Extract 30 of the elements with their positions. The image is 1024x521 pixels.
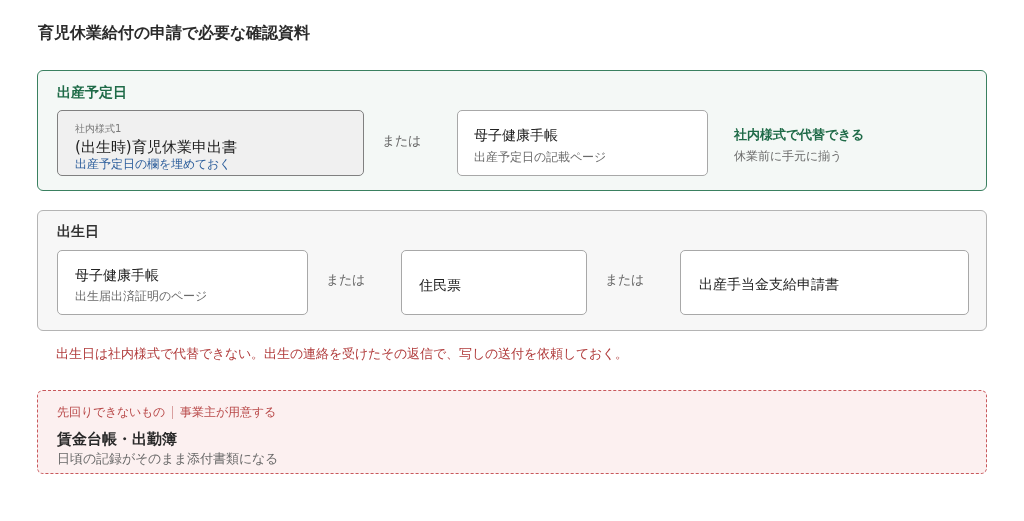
document-title: 住民票 (419, 276, 461, 295)
document-note: 出産予定日の記載ページ (474, 150, 606, 166)
document-card (57, 250, 308, 315)
document-note: 日頃の記録がそのまま添付書類になる (57, 451, 278, 468)
section-panel (37, 70, 987, 191)
warning-note: 出生日は社内様式で代替できない。出生の連絡を受けたその返信で、写しの送付を依頼しておく。 (56, 346, 628, 363)
note-heading: 社内様式で代替できる (734, 127, 864, 144)
notice-panel (37, 390, 987, 474)
page-title: 育児休業給付の申請で必要な確認資料 (38, 23, 310, 44)
category-label: 先回りできないもの (57, 405, 165, 421)
document-title: (出生時)育児休業申出書 (75, 138, 237, 158)
form-number: 社内様式1 (75, 122, 122, 135)
category-label: 事業主が用意する (180, 405, 276, 421)
or-label: または (326, 272, 365, 289)
document-card (680, 250, 969, 315)
section-heading: 出生日 (57, 222, 99, 241)
document-note: 出生届出済証明のページ (75, 289, 207, 305)
document-title: 母子健康手帳 (474, 126, 558, 145)
document-note: 出産予定日の欄を埋めておく (75, 157, 231, 173)
document-card (457, 110, 708, 176)
or-label: または (605, 272, 644, 289)
document-title: 賃金台帳・出勤簿 (57, 430, 177, 449)
note-text: 休業前に手元に揃う (734, 149, 842, 165)
or-label: または (382, 133, 421, 150)
document-title: 出産手当金支給申請書 (699, 275, 839, 294)
document-title: 母子健康手帳 (75, 266, 159, 285)
document-card (401, 250, 587, 315)
section-heading: 出産予定日 (57, 83, 127, 102)
section-panel (37, 210, 987, 331)
form-card (57, 110, 364, 176)
